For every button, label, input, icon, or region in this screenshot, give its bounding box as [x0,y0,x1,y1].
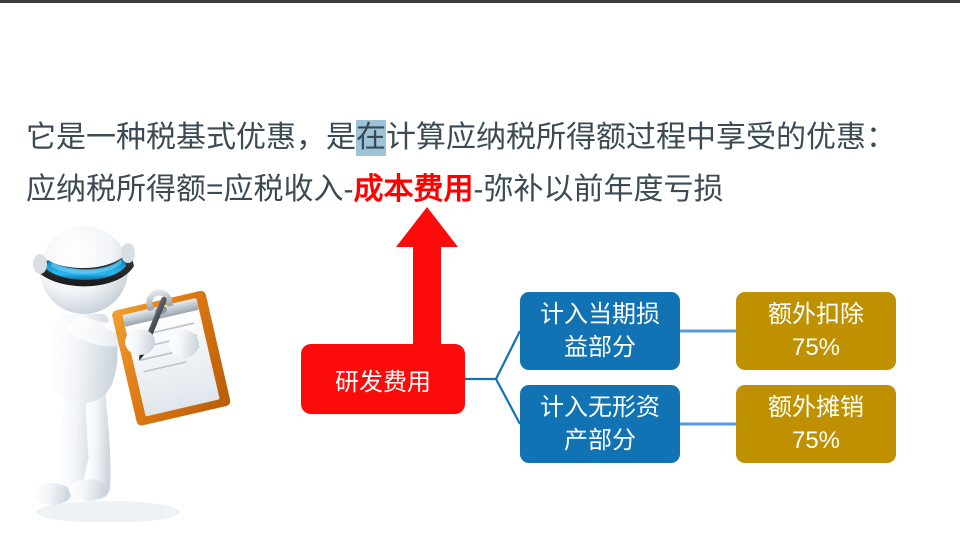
box-extra-amortization-line1: 额外摊销 [768,394,864,421]
top-edge-bar [0,0,960,3]
figure-foot-left [33,483,71,505]
box-rd-expense[interactable]: 研发费用 [301,344,465,414]
visor-band [38,250,134,287]
headline-line2-before: 应纳税所得额=应税收入- [26,173,354,206]
visor-glass [46,256,126,280]
headline-line-2: 应纳税所得额=应税收入-成本费用-弥补以前年度亏损 [26,164,946,216]
visor-side-pod-left [33,254,47,274]
box-current-period-loss-line2: 益部分 [564,334,636,361]
headline-line2-after: -弥补以前年度亏损 [473,173,724,206]
headline-line1-after: 计算应纳税所得额过程中享受的优惠： [386,121,896,154]
box-intangible-asset-line2: 产部分 [564,427,636,454]
headline-line1-before: 它是一种税基式优惠，是 [26,121,356,154]
figure-hand-right [169,330,199,358]
box-rd-expense-label: 研发费用 [335,368,431,396]
figure-shadow [36,501,180,522]
box-intangible-asset[interactable]: 计入无形资 产部分 [520,385,680,463]
visor-side-pod-right [121,243,135,263]
3d-man-with-clipboard-illustration [33,226,231,522]
box-intangible-asset-line1: 计入无形资 [540,394,660,421]
headline-line-1: 它是一种税基式优惠，是在计算应纳税所得额过程中享受的优惠： [26,112,946,164]
box-current-period-loss[interactable]: 计入当期损 益部分 [520,292,680,370]
figure-leg-right [86,377,111,500]
box-extra-amortization[interactable]: 额外摊销 75% [736,385,896,463]
box-extra-deduction[interactable]: 额外扣除 75% [736,292,896,370]
headline-text: 它是一种税基式优惠，是在计算应纳税所得额过程中享受的优惠： 应纳税所得额=应税收… [26,112,946,216]
headline-red-chengbenfeiyong: 成本费用 [353,173,474,206]
box-current-period-loss-line1: 计入当期损 [540,301,660,328]
connector-branch-upper [495,330,521,380]
red-up-arrow [396,207,458,365]
figure-hand-left [125,329,155,355]
clipboard-clip-handle [146,289,174,312]
clipboard [112,289,231,426]
figure-foot-right [69,479,107,501]
connector-branch-lower [495,378,521,425]
box-extra-deduction-line1: 额外扣除 [768,301,864,328]
visor-glare [51,259,122,274]
box-extra-deduction-rate: 75% [791,334,841,361]
headline-highlight-zai: 在 [356,120,386,156]
red-up-arrow-shape [396,207,458,365]
box-extra-amortization-rate: 75% [791,427,841,454]
